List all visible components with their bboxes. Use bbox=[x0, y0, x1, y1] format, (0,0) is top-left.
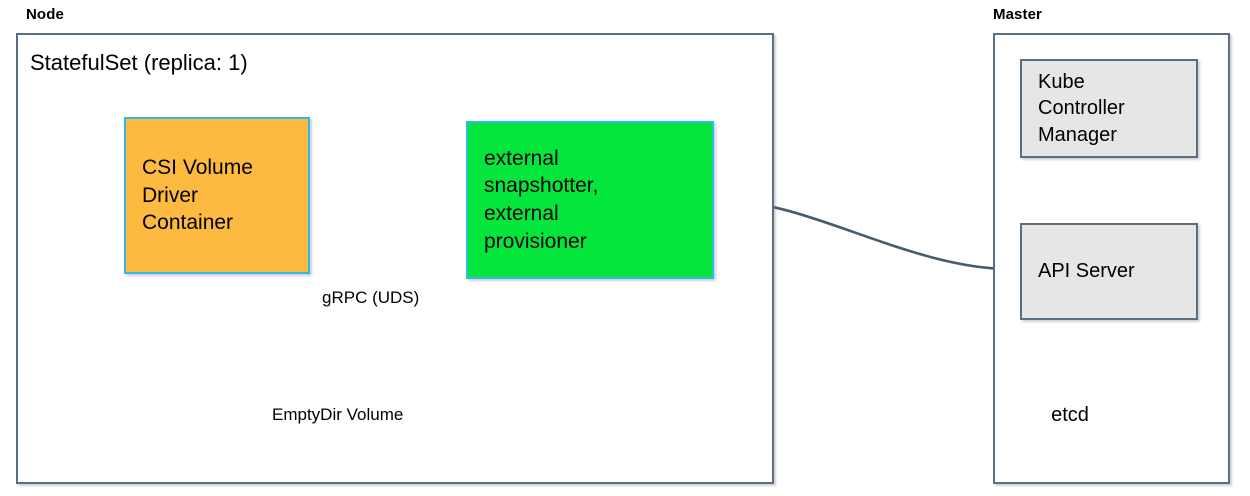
kube-controller-manager-label: Kube Controller Manager bbox=[1038, 70, 1125, 146]
etcd-label: etcd bbox=[1051, 404, 1089, 426]
csi-volume-driver-container-label: CSI Volume Driver Container bbox=[142, 155, 253, 235]
external-sidecars-box[interactable]: external snapshotter, external provision… bbox=[466, 121, 714, 279]
external-sidecars-label: external snapshotter, external provision… bbox=[484, 146, 599, 253]
grpc-uds-edge-label: gRPC (UDS) bbox=[322, 288, 420, 307]
node-group-label: Node bbox=[26, 6, 64, 23]
api-server-label: API Server bbox=[1038, 260, 1135, 283]
master-group-label: Master bbox=[993, 6, 1042, 23]
kube-controller-manager-box[interactable]: Kube Controller Manager bbox=[1020, 59, 1198, 158]
statefulset-title: StatefulSet (replica: 1) bbox=[30, 50, 248, 75]
api-server-box[interactable]: API Server bbox=[1020, 223, 1198, 320]
emptydir-volume-label: EmptyDir Volume bbox=[272, 405, 404, 424]
csi-volume-driver-container-box[interactable]: CSI Volume Driver Container bbox=[124, 117, 310, 274]
